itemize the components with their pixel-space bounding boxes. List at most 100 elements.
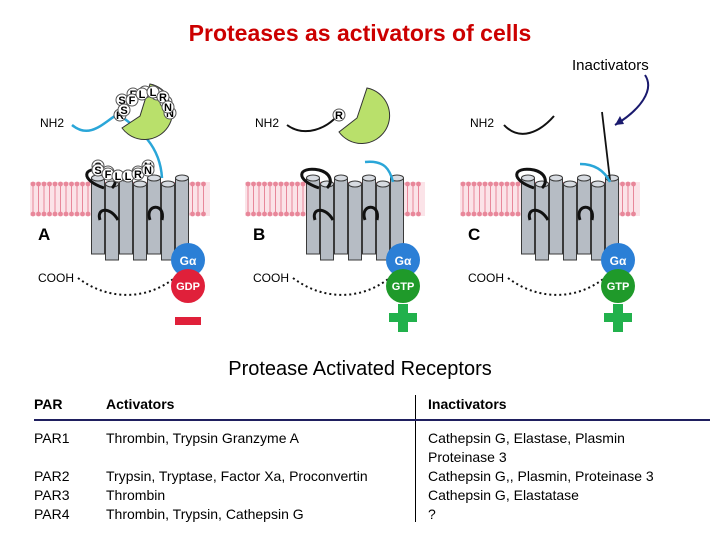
lipid-head xyxy=(410,211,416,217)
helix-top xyxy=(147,174,161,182)
lipid-head xyxy=(36,211,41,217)
g-alpha-subunit xyxy=(386,243,420,277)
lipid-head xyxy=(625,181,631,187)
lipid-head xyxy=(30,181,36,187)
lipid-head xyxy=(499,211,504,217)
nucleotide-label: GTP xyxy=(607,281,630,293)
released-peptide-letter: S xyxy=(120,105,127,117)
nucleotide-ball xyxy=(171,269,205,303)
lipid-head xyxy=(482,181,488,187)
lipid-head xyxy=(63,181,69,187)
tethered-ligand-letter: N xyxy=(144,165,152,177)
lipid-head xyxy=(52,211,58,217)
tethered-ligand-letter: F xyxy=(105,169,112,181)
lipid-head xyxy=(295,211,300,217)
receptor-helix xyxy=(334,177,348,255)
g-alpha-label: Gα xyxy=(610,254,627,268)
table-row: PAR1 Thrombin, Trypsin Granzyme A Cathep… xyxy=(34,420,710,467)
released-peptide-letter: N xyxy=(164,102,172,114)
lipid-head xyxy=(460,181,466,187)
receptor-helix xyxy=(535,183,549,261)
inactivator-line: Proteinase 3 xyxy=(428,449,507,465)
lipid-head xyxy=(262,181,267,187)
lipid-head xyxy=(504,181,510,187)
protease-enzyme xyxy=(338,87,391,144)
tethered-chain xyxy=(364,160,395,183)
lipid-head xyxy=(74,211,80,217)
nh2-label: NH2 xyxy=(40,116,64,130)
receptor-helix xyxy=(348,183,362,261)
tethered-ligand-letter: S xyxy=(94,165,101,177)
receptor-helix xyxy=(161,183,175,261)
lipid-head xyxy=(493,211,499,217)
row-inactivators: Cathepsin G, Elastase, Plasmin Proteinas… xyxy=(418,420,710,467)
nh2-label: NH2 xyxy=(470,116,494,130)
nh2-label: NH2 xyxy=(255,116,279,130)
lipid-head xyxy=(47,211,52,217)
n-terminal-chain xyxy=(286,115,338,133)
lipid-head xyxy=(74,181,80,187)
nucleotide-label: GDP xyxy=(176,281,200,293)
lipid-head xyxy=(267,181,273,187)
lipid-head xyxy=(625,211,631,217)
tethered-ligand-letter: L xyxy=(115,171,122,183)
lipid-head xyxy=(295,181,300,187)
receptor-helix xyxy=(320,183,334,261)
lipid-head xyxy=(58,181,63,187)
lipid-head xyxy=(284,211,289,217)
lipid-head xyxy=(515,181,521,187)
page-title: Proteases as activators of cells xyxy=(188,20,532,46)
receptor-helix xyxy=(605,177,619,255)
lipid-head xyxy=(251,181,256,187)
receptor-chain xyxy=(601,111,611,181)
lipid-head xyxy=(69,181,74,187)
lipid-head xyxy=(30,211,36,217)
header-activators: Activators xyxy=(106,396,175,412)
receptor-helix xyxy=(390,177,404,255)
lipid-head xyxy=(499,181,504,187)
lipid-head xyxy=(493,181,499,187)
lipid-head xyxy=(273,181,278,187)
row-par: PAR4 xyxy=(34,506,70,522)
lipid-head xyxy=(510,181,515,187)
arrow-head xyxy=(615,116,624,125)
lipid-head xyxy=(262,211,267,217)
table-row: PAR4 Thrombin, Trypsin, Cathepsin G ? xyxy=(34,505,710,524)
helix-top xyxy=(376,180,390,188)
helix-top xyxy=(161,180,175,188)
g-alpha-label: Gα xyxy=(180,254,197,268)
lipid-head xyxy=(405,181,410,187)
lipid-head xyxy=(471,181,477,187)
g-alpha-subunit xyxy=(171,243,205,277)
helix-top xyxy=(306,174,320,182)
minus-sign xyxy=(175,317,201,325)
table-subtitle: Protease Activated Receptors xyxy=(228,358,492,380)
cooh-label: COOH xyxy=(38,271,74,285)
lipid-head xyxy=(256,211,262,217)
helix-top xyxy=(577,174,591,182)
lipid-head xyxy=(195,181,201,187)
column-divider xyxy=(415,395,416,522)
lipid-head xyxy=(410,181,416,187)
tethered-ligand-letter: L xyxy=(125,171,132,183)
lipid-head xyxy=(300,181,306,187)
lipid-head xyxy=(85,181,91,187)
lipid-head xyxy=(278,211,284,217)
table-row: PAR2 Trypsin, Tryptase, Factor Xa, Proco… xyxy=(34,467,710,486)
receptor-helix xyxy=(376,183,390,261)
lipid-head xyxy=(488,211,493,217)
helix-top xyxy=(362,174,376,182)
released-peptide-letter: L xyxy=(150,87,157,99)
lipid-head xyxy=(80,181,85,187)
lipid-head xyxy=(245,211,251,217)
receptor-helix xyxy=(105,183,119,261)
helix-top xyxy=(563,180,577,188)
n-terminal-chain xyxy=(503,115,555,135)
receptor-loop xyxy=(97,208,120,221)
lipid-head xyxy=(477,181,482,187)
receptor-loop xyxy=(312,208,335,221)
cleavage-bead xyxy=(332,108,346,122)
plus-sign xyxy=(613,304,623,332)
nucleotide-ball xyxy=(601,269,635,303)
table-row: PAR3 Thrombin Cathepsin G, Elastatase xyxy=(34,486,710,505)
